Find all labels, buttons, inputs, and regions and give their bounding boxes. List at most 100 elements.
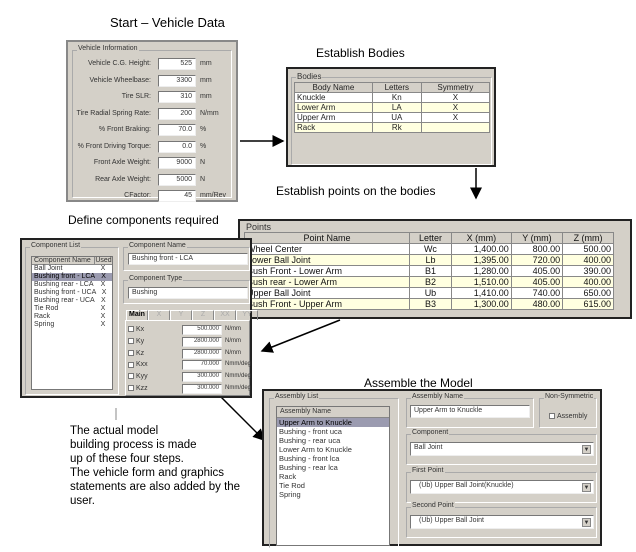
body-cell[interactable]: UA (371, 112, 422, 123)
body-cell[interactable]: LA (371, 102, 422, 113)
point-cell[interactable]: B1 (409, 265, 452, 277)
vehicle-field-input[interactable]: 3300 (158, 74, 196, 87)
body-cell[interactable]: X (420, 112, 491, 123)
point-cell[interactable]: Upper Ball Joint (244, 287, 410, 299)
vehicle-field-input[interactable]: 5000 (158, 173, 196, 186)
component-prop-input[interactable]: 2800.000 (182, 348, 222, 359)
assembly-list-item[interactable]: Bushing - front uca (279, 427, 342, 436)
point-cell[interactable]: 400.00 (562, 254, 614, 266)
assembly-list-item[interactable]: Rack (279, 472, 297, 481)
component-prop-checkbox[interactable]: Kzz (128, 385, 148, 392)
point-cell[interactable]: 480.00 (510, 298, 564, 310)
assembly-list-item[interactable]: Bushing - front lca (279, 454, 340, 463)
component-prop-input[interactable]: 300.000 (182, 384, 222, 394)
component-tab[interactable]: Z (192, 310, 214, 320)
vehicle-field-input[interactable]: 70.0 (158, 124, 196, 136)
point-cell[interactable]: B3 (409, 298, 452, 310)
point-cell[interactable]: 390.00 (562, 265, 614, 277)
component-prop-input[interactable]: 300.000 (182, 372, 222, 383)
body-cell[interactable]: Upper Arm (294, 112, 373, 123)
component-tab[interactable]: X (148, 310, 170, 320)
point-cell[interactable]: Wheel Center (244, 243, 410, 255)
component-tab[interactable]: YY (236, 310, 258, 320)
point-cell[interactable]: 500.00 (562, 243, 614, 255)
body-cell[interactable]: Lower Arm (294, 102, 373, 113)
assembly-list-item[interactable]: Lower Arm to Knuckle (279, 445, 352, 454)
point-cell[interactable]: Bush rear - Lower Arm (244, 276, 410, 288)
point-cell[interactable]: 1,410.00 (450, 287, 512, 299)
point-cell[interactable]: Ub (409, 287, 452, 299)
point-cell[interactable]: 1,400.00 (450, 243, 512, 255)
vehicle-field-input[interactable]: 310 (158, 91, 196, 103)
body-cell[interactable]: X (420, 102, 491, 113)
component-prop-checkbox[interactable]: Kyy (128, 373, 148, 380)
point-cell[interactable]: Lower Ball Joint (244, 254, 410, 266)
body-cell[interactable]: Kn (371, 92, 422, 103)
component-prop-input[interactable]: 500.000 (182, 325, 222, 335)
component-tab[interactable]: Main (126, 310, 148, 320)
point-cell[interactable]: Lb (409, 254, 452, 266)
component-name-input[interactable]: Bushing front - LCA (128, 253, 248, 265)
first-point-select[interactable]: (Ub) Upper Ball Joint(Knuckle)▼ (410, 480, 594, 494)
point-cell[interactable]: 400.00 (562, 276, 614, 288)
body-cell[interactable] (420, 122, 491, 133)
point-cell[interactable]: 615.00 (562, 298, 614, 310)
assembly-list-item[interactable]: Tie Rod (279, 481, 305, 490)
body-cell[interactable]: X (420, 92, 491, 103)
point-cell[interactable]: 720.00 (510, 254, 564, 266)
assembly-list-item[interactable]: Upper Arm to Knuckle (277, 418, 389, 427)
vehicle-field-input[interactable]: 525 (158, 58, 196, 70)
point-cell[interactable]: Wc (409, 243, 452, 255)
point-cell[interactable]: 740.00 (510, 287, 564, 299)
assembly-list-item[interactable]: Spring (279, 490, 301, 499)
second-point-select[interactable]: (Ub) Upper Ball Joint▼ (410, 515, 594, 529)
point-cell[interactable]: 650.00 (562, 287, 614, 299)
assembly-name-input[interactable]: Upper Arm to Knuckle (410, 405, 530, 418)
assembly-list-item[interactable]: Bushing - rear uca (279, 436, 341, 445)
component-prop-input[interactable]: 2800.000 (182, 336, 222, 347)
point-cell[interactable]: 1,280.00 (450, 265, 512, 277)
point-cell[interactable]: Bush Front - Upper Arm (244, 298, 410, 310)
point-cell[interactable]: 1,510.00 (450, 276, 512, 288)
component-tab[interactable]: XX (214, 310, 236, 320)
component-type-input[interactable]: Bushing (128, 287, 248, 299)
point-cell[interactable]: B2 (409, 276, 452, 288)
body-cell[interactable]: Rk (371, 122, 422, 133)
body-cell[interactable]: Rack (294, 122, 373, 133)
body-cell[interactable]: Knuckle (294, 92, 373, 103)
component-prop-checkbox[interactable]: Ky (128, 338, 144, 345)
point-cell[interactable]: 405.00 (510, 265, 564, 277)
nonsymmetric-assembly-checkbox[interactable]: Assembly (549, 413, 587, 420)
vehicle-field-input[interactable]: 0.0 (158, 140, 196, 153)
assembly-list-item[interactable]: Bushing - rear lca (279, 463, 338, 472)
vehicle-field-input[interactable]: 200 (158, 107, 196, 120)
point-cell[interactable]: 405.00 (510, 276, 564, 288)
point-cell[interactable]: Bush Front - Lower Arm (244, 265, 410, 277)
component-prop-input[interactable]: 70.000 (182, 360, 222, 371)
component-tab[interactable]: Y (170, 310, 192, 320)
vehicle-field-input[interactable]: 9000 (158, 157, 196, 169)
vehicle-field-input[interactable]: 45 (158, 190, 196, 202)
component-prop-checkbox[interactable]: Kz (128, 350, 144, 357)
point-cell[interactable]: 800.00 (510, 243, 564, 255)
point-cell[interactable]: 1,395.00 (450, 254, 512, 266)
point-cell[interactable]: 1,300.00 (450, 298, 512, 310)
component-select[interactable]: Ball Joint▼ (410, 442, 594, 456)
